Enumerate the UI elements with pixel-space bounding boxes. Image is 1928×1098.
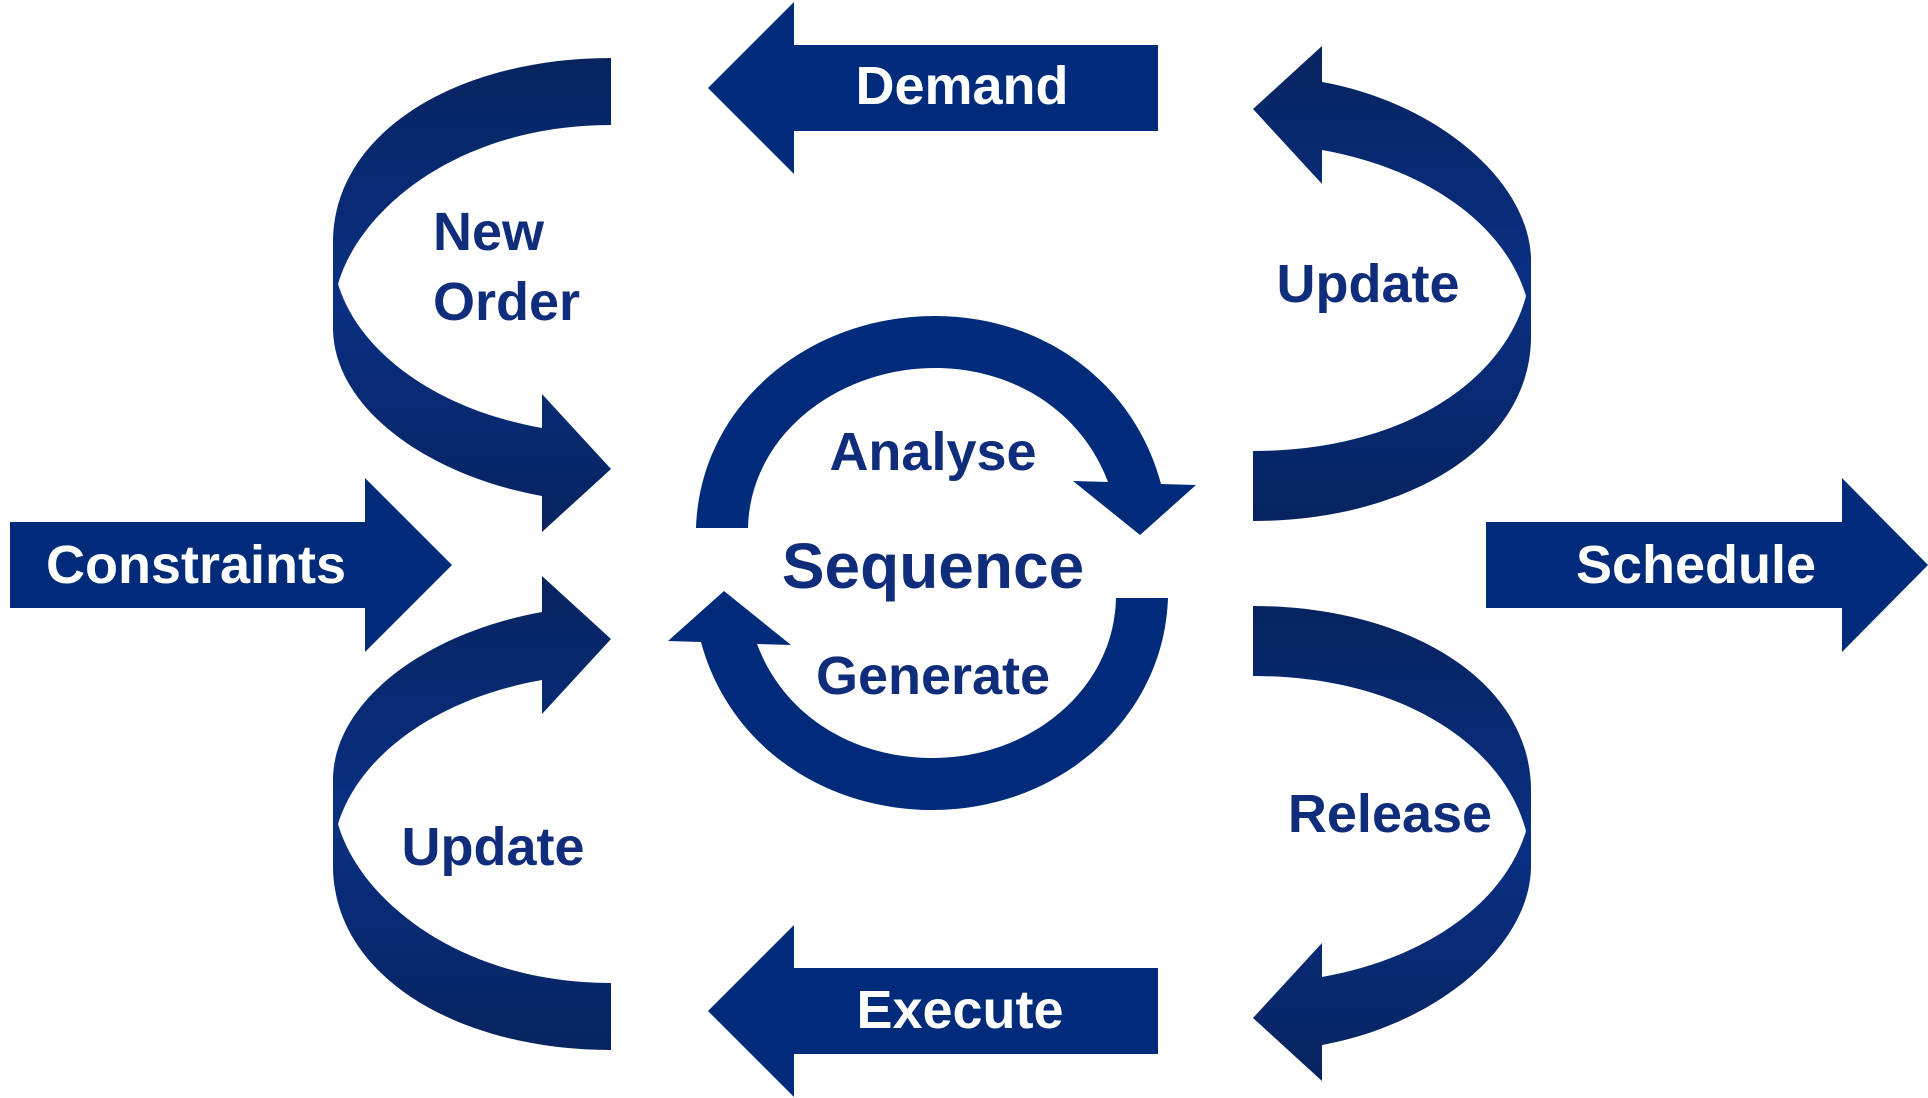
analyse-label: Analyse <box>829 422 1036 482</box>
sequence-label: Sequence <box>782 530 1084 602</box>
constraints-label: Constraints <box>46 535 346 595</box>
execute-label: Execute <box>856 980 1063 1040</box>
release-label: Release <box>1288 784 1492 844</box>
new-order-label: New Order <box>433 202 580 332</box>
new-order-label-line1: New <box>433 202 545 262</box>
analyse-cycle-arrow <box>696 316 1196 535</box>
execute-arrow <box>708 925 1158 1097</box>
update-right-curved-arrow <box>1253 46 1531 521</box>
update-top-label: Update <box>1276 254 1459 314</box>
demand-label: Demand <box>855 56 1068 116</box>
constraints-arrow <box>10 478 452 652</box>
generate-cycle-arrow <box>668 591 1168 810</box>
schedule-arrow <box>1486 478 1928 652</box>
generate-label: Generate <box>816 646 1050 706</box>
new-order-curved-arrow <box>333 58 611 532</box>
update-left-curved-arrow <box>333 576 611 1050</box>
release-curved-arrow <box>1253 606 1531 1081</box>
demand-arrow <box>708 2 1158 174</box>
update-bottom-label: Update <box>401 817 584 877</box>
new-order-label-line2: Order <box>433 272 580 332</box>
schedule-label: Schedule <box>1576 535 1816 595</box>
